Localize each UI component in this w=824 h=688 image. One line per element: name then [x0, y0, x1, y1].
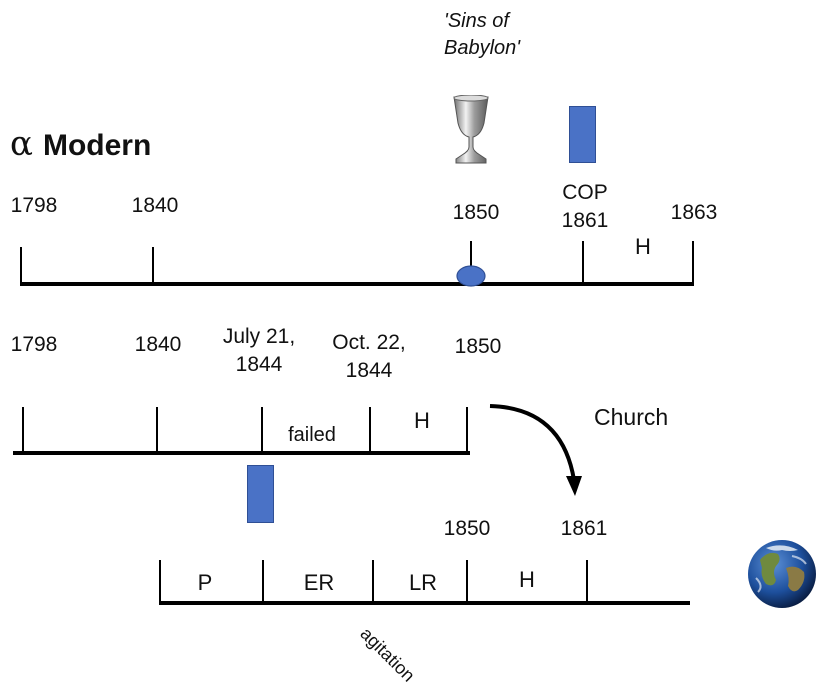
timeline-1-axis: [20, 282, 694, 286]
blue-marker-top: [569, 106, 596, 163]
t1-tick-1840: [152, 247, 154, 285]
t3-label-1861: 1861: [560, 517, 608, 540]
t2-label-1840: 1840: [134, 333, 182, 356]
t3-segment-p: P: [197, 570, 213, 595]
t1-tick-1861: [582, 241, 584, 285]
timeline-3-axis: [159, 601, 690, 605]
t3-tick-p: [159, 560, 161, 604]
t3-tick-lr: [372, 560, 374, 604]
t2-segment-failed: failed: [288, 424, 336, 446]
t1-label-cop: COP: [562, 181, 608, 204]
church-label: Church: [594, 404, 669, 430]
t3-tick-1861: [586, 560, 588, 604]
t2-tick-1850: [466, 407, 468, 452]
t2-label-oct22: Oct. 22,: [332, 331, 406, 354]
t3-segment-er: ER: [303, 570, 335, 595]
t1-label-1850: 1850: [452, 201, 500, 224]
t2-label-july21: July 21,: [222, 325, 296, 348]
t2-tick-july-1844: [261, 407, 263, 452]
t1-label-1861: 1861: [561, 209, 609, 232]
t2-label-1844-a: 1844: [235, 353, 283, 376]
timeline-2-axis: [13, 451, 470, 455]
sins-of-babylon-quote: 'Sins of Babylon': [444, 8, 520, 62]
t3-tick-h: [466, 560, 468, 604]
t1-tick-1863: [692, 241, 694, 285]
t2-tick-1840: [156, 407, 158, 452]
t3-segment-h: H: [519, 567, 535, 592]
earth-icon: [748, 540, 816, 608]
t3-label-1850: 1850: [443, 517, 491, 540]
t1-tick-1850: [470, 241, 472, 285]
curved-arrow-icon: [489, 404, 582, 496]
t1-oval-marker: [456, 265, 486, 287]
t1-label-1798: 1798: [10, 194, 58, 217]
t2-label-1844-b: 1844: [345, 359, 393, 382]
t1-label-1840: 1840: [131, 194, 179, 217]
quote-line-2: Babylon': [444, 37, 521, 59]
t1-segment-h: H: [635, 234, 651, 259]
t3-tick-er: [262, 560, 264, 604]
t2-label-1850: 1850: [454, 335, 502, 358]
t2-segment-h: H: [414, 408, 430, 433]
t2-tick-1798: [22, 407, 24, 452]
diagram-title: α Modern: [10, 124, 151, 164]
t2-tick-oct-1844: [369, 407, 371, 452]
chalice-icon: [453, 95, 489, 164]
quote-line-1: 'Sins of: [444, 10, 509, 32]
alpha-symbol: α: [10, 124, 33, 164]
t1-tick-1798: [20, 247, 22, 285]
t3-segment-lr: LR: [408, 570, 438, 595]
agitation-label: agitation: [356, 623, 419, 686]
title-text: Modern: [42, 129, 152, 162]
blue-marker-middle: [247, 465, 274, 523]
t1-label-1863: 1863: [670, 201, 718, 224]
t2-label-1798: 1798: [10, 333, 58, 356]
